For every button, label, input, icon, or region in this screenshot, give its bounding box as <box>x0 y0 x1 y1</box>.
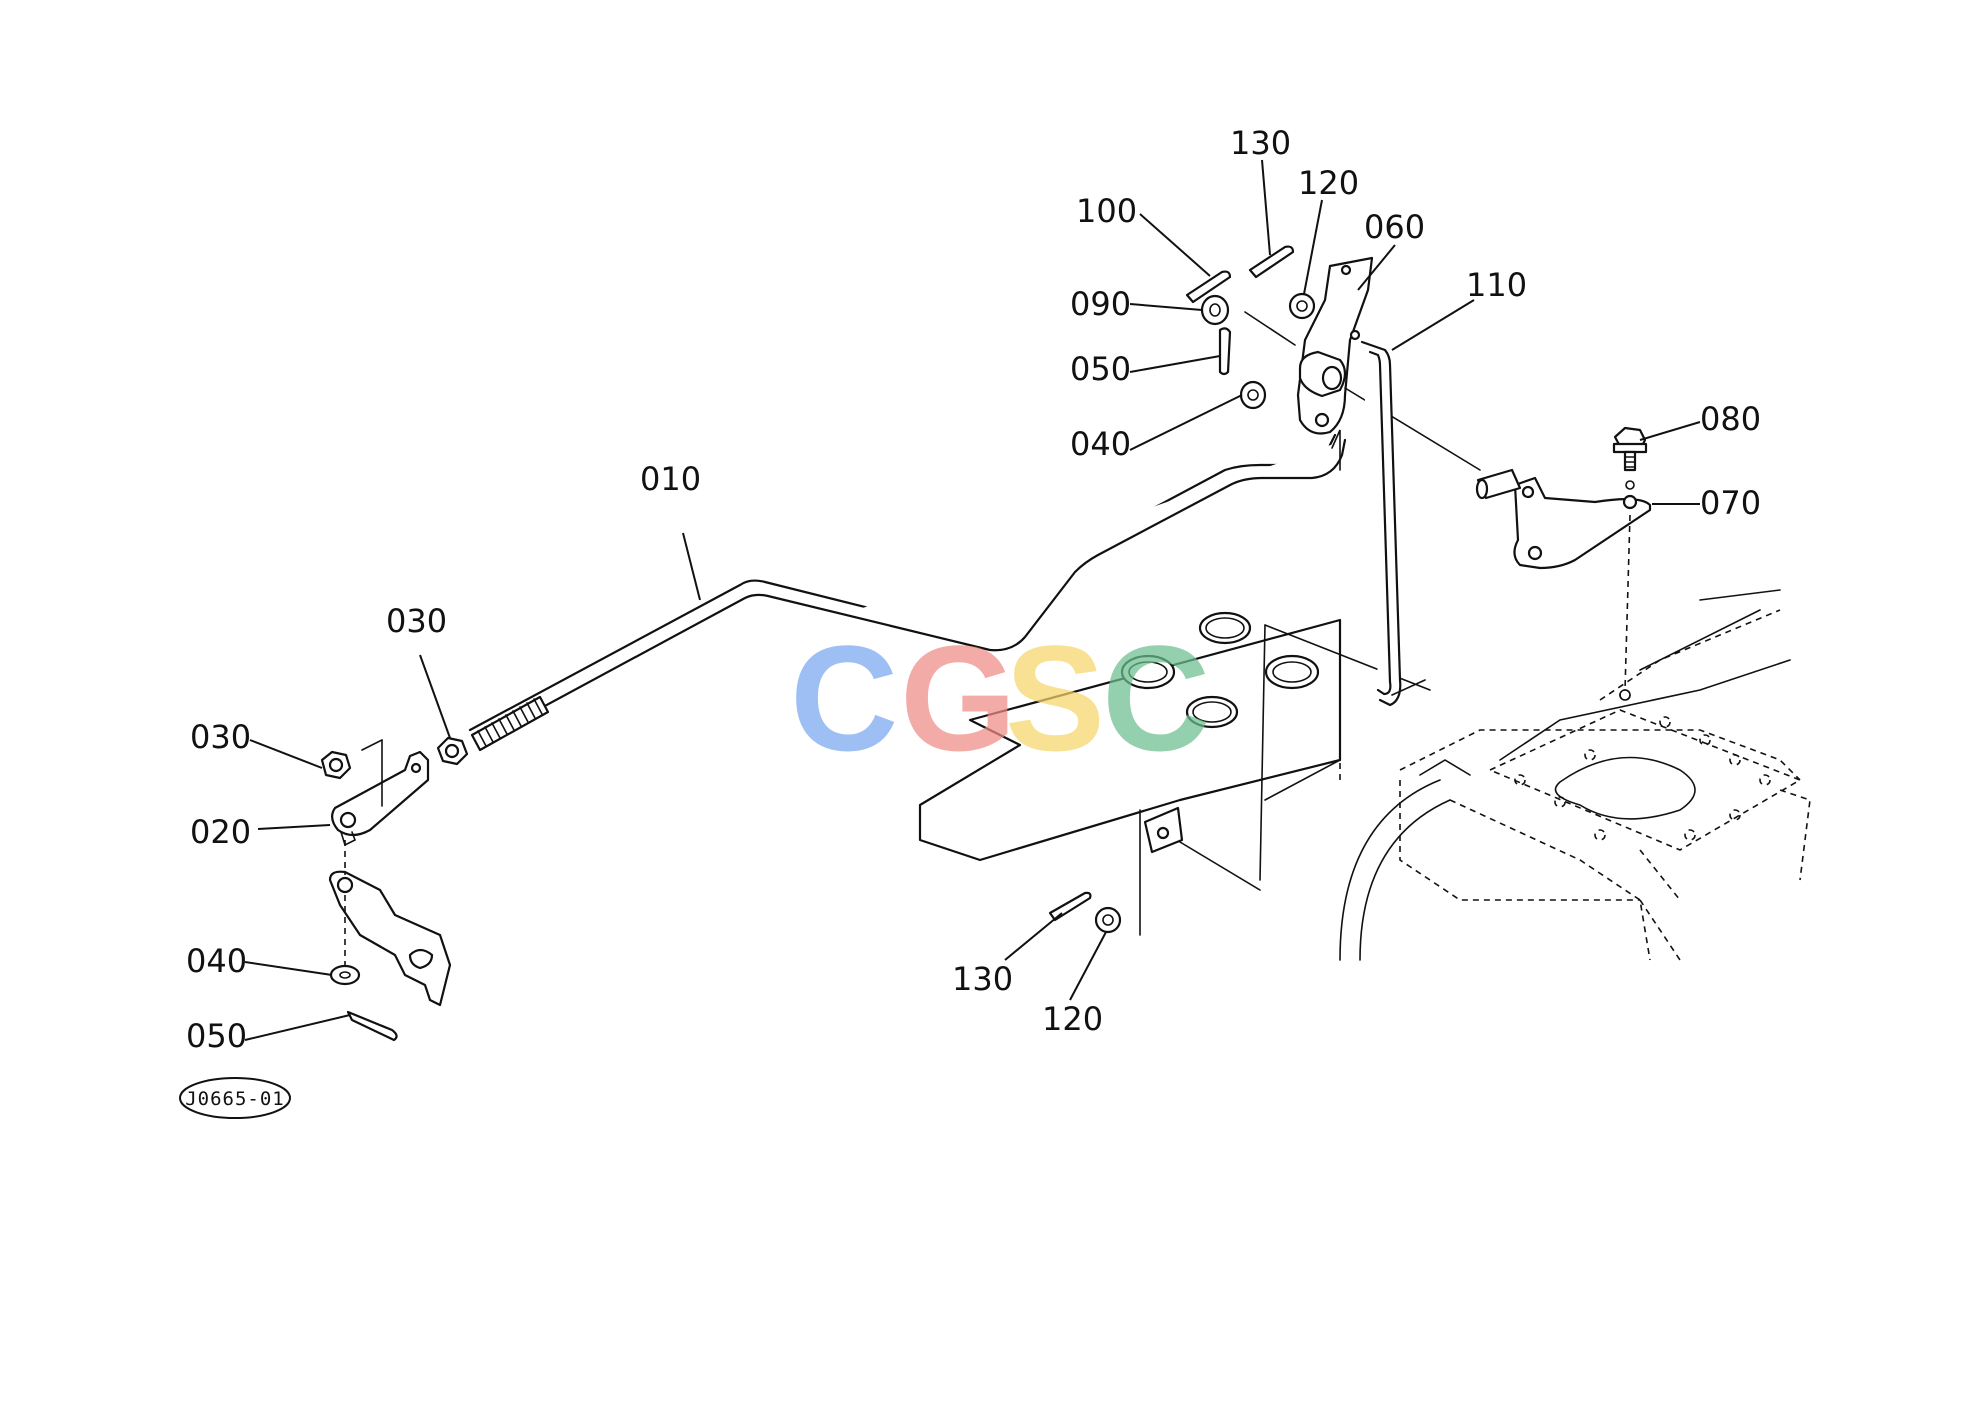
callout-120-lower: 120 <box>1042 1000 1103 1038</box>
bolt-080 <box>1612 426 1648 490</box>
plate-ring <box>1185 695 1239 729</box>
pin-050-upper <box>1218 327 1232 376</box>
watermark-letter-c1: C <box>790 614 898 782</box>
drawing-reference-text: J0665-01 <box>185 1088 285 1110</box>
nut-030-right <box>436 736 469 766</box>
watermark-letter-c2: C <box>1102 614 1210 782</box>
callout-080: 080 <box>1700 400 1761 438</box>
pin-130-lower <box>1048 891 1092 922</box>
callout-090: 090 <box>1070 285 1131 323</box>
pin-130-upper <box>1248 245 1295 279</box>
floor-plate <box>918 611 1431 936</box>
callout-020: 020 <box>190 813 251 851</box>
washer-120-lower <box>1094 906 1122 934</box>
washer-090 <box>1200 294 1230 326</box>
callout-050-upper: 050 <box>1070 350 1131 388</box>
callout-100: 100 <box>1076 192 1137 230</box>
cgsc-watermark: C G S C <box>790 614 1210 782</box>
washer-120-upper <box>1288 292 1316 320</box>
callout-060: 060 <box>1364 208 1425 246</box>
pin-100 <box>1185 270 1232 304</box>
plate-ring <box>1264 654 1320 690</box>
watermark-letter-g: G <box>900 614 1017 782</box>
callout-030-left: 030 <box>190 718 251 756</box>
plate-ring <box>1198 611 1252 645</box>
transmission-housing <box>1259 589 1811 961</box>
callout-120-upper: 120 <box>1298 164 1359 202</box>
callout-130-upper: 130 <box>1230 124 1291 162</box>
drawing-reference-badge: J0665-01 <box>179 1077 291 1119</box>
washer-040-left <box>329 964 361 986</box>
pedal-arm-060 <box>1244 256 1481 471</box>
callout-labels: 010 020 030 030 040 050 040 050 090 100 … <box>186 124 1761 1055</box>
threaded-end <box>470 695 550 752</box>
washer-040-upper <box>1239 380 1267 410</box>
callout-040-upper: 040 <box>1070 425 1131 463</box>
callout-110: 110 <box>1466 266 1527 304</box>
bracket-070 <box>1475 468 1652 701</box>
nut-030-left <box>320 750 352 780</box>
lower-arm <box>328 840 452 1007</box>
leader-lines <box>244 159 1701 1041</box>
callout-070: 070 <box>1700 484 1761 522</box>
pin-050-left <box>346 1010 398 1042</box>
plate-ring <box>1120 654 1176 690</box>
watermark-letter-s: S <box>1005 614 1105 782</box>
callout-040-left: 040 <box>186 942 247 980</box>
rod-010 <box>468 429 1347 752</box>
callout-050-left: 050 <box>186 1017 247 1055</box>
lever-020 <box>331 739 430 847</box>
callout-130-lower: 130 <box>952 960 1013 998</box>
rod-110 <box>1360 340 1426 707</box>
callout-010: 010 <box>640 460 701 498</box>
callout-030-right: 030 <box>386 602 447 640</box>
